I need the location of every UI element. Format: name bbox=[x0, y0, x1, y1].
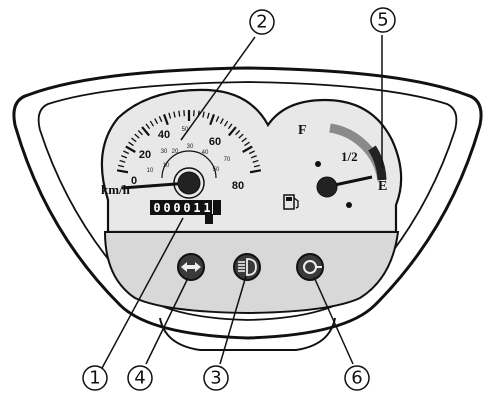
odometer-digit-5: 1 bbox=[193, 201, 200, 215]
speed-label-70: 70 bbox=[224, 157, 231, 163]
speed-label-20: 20 bbox=[139, 149, 151, 161]
odometer-digit-4: 0 bbox=[183, 201, 190, 215]
odometer-digit-1: 0 bbox=[153, 201, 160, 215]
callout-4: 4 bbox=[128, 366, 152, 390]
fuel-empty-label: E bbox=[378, 179, 387, 194]
turn-signal-indicator bbox=[178, 254, 204, 280]
speed-label-60: 60 bbox=[209, 136, 221, 148]
callout-5: 5 bbox=[371, 8, 395, 32]
odometer-digit-6: 1 bbox=[203, 201, 210, 215]
inner-label-30: 30 bbox=[187, 144, 194, 150]
fuel-marker-dot-bottom bbox=[346, 202, 352, 208]
speed-label-0: 0 bbox=[131, 175, 137, 187]
speed-unit-label: km/h bbox=[101, 182, 131, 197]
speed-label-40: 40 bbox=[158, 129, 170, 141]
fuel-hub bbox=[317, 177, 337, 197]
fuel-marker-dot-top bbox=[315, 161, 321, 167]
headlight-indicator bbox=[234, 254, 260, 280]
speedometer-tick bbox=[179, 111, 180, 117]
svg-text:2: 2 bbox=[256, 12, 267, 33]
callout-6: 6 bbox=[345, 366, 369, 390]
svg-text:5: 5 bbox=[377, 10, 388, 31]
speed-label-30: 30 bbox=[161, 149, 168, 155]
callout-3: 3 bbox=[204, 366, 228, 390]
svg-text:4: 4 bbox=[134, 368, 145, 389]
svg-text:3: 3 bbox=[210, 368, 221, 389]
fuel-half-label: 1/2 bbox=[341, 149, 358, 164]
odometer-digit-2: 0 bbox=[163, 201, 170, 215]
svg-text:6: 6 bbox=[351, 368, 362, 389]
callout-2: 2 bbox=[250, 10, 274, 34]
speed-label-10: 10 bbox=[147, 168, 154, 174]
speedometer-hub bbox=[178, 172, 200, 194]
oil-indicator bbox=[297, 254, 323, 280]
odometer-digit-3: 0 bbox=[173, 201, 180, 215]
svg-text:1: 1 bbox=[89, 368, 100, 389]
speed-label-80: 80 bbox=[232, 180, 244, 192]
fuel-full-label: F bbox=[298, 123, 307, 138]
callout-1: 1 bbox=[83, 366, 107, 390]
